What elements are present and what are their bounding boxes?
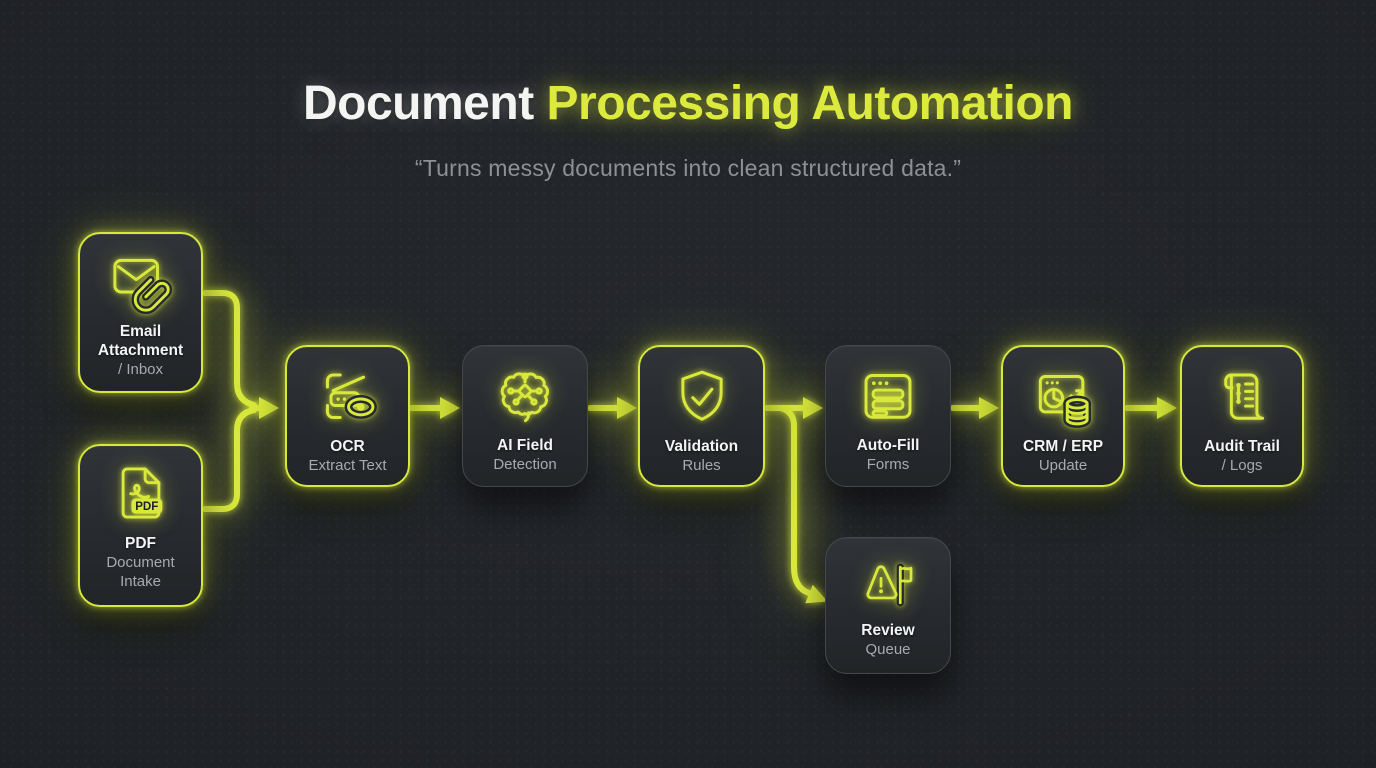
node-title: CRM / ERP (1022, 438, 1104, 455)
node-subtitle: Detection (493, 456, 557, 473)
connector-validation-to-review (777, 405, 812, 596)
node-validation-rules: Validation Rules (638, 345, 765, 487)
scroll-list-icon (1208, 363, 1276, 431)
page-title: Document Processing Automation (0, 80, 1376, 128)
arrowhead-into-audit (1157, 397, 1177, 419)
node-title: PDF (125, 535, 156, 552)
node-title: Audit Trail (1204, 438, 1280, 455)
node-review-queue: Review Queue (825, 537, 951, 674)
arrowhead-into-ocr (259, 397, 279, 419)
node-subtitle: Queue (865, 641, 911, 658)
connector-pdf-to-ocr (202, 407, 257, 512)
title-word-document: Document (303, 77, 534, 130)
arrowhead-into-crm (979, 397, 999, 419)
dashboard-database-icon (1029, 363, 1097, 431)
node-subtitle: / Inbox (117, 361, 164, 378)
node-subtitle: Rules (682, 457, 721, 474)
arrowhead-into-ai (440, 397, 460, 419)
node-title: Validation (664, 438, 739, 455)
node-ocr: OCR Extract Text (285, 345, 410, 487)
node-subtitle: Extract Text (308, 457, 387, 474)
node-pdf-intake: PDF PDF Document Intake (78, 444, 203, 607)
warning-flag-icon (857, 553, 919, 615)
form-window-icon (854, 362, 922, 430)
node-audit-trail-logs: Audit Trail / Logs (1180, 345, 1304, 487)
node-title: AI Field (497, 437, 553, 454)
node-subtitle: Update (1038, 457, 1088, 474)
node-title: Email Attachment (97, 323, 184, 359)
scanner-eye-icon (314, 363, 382, 431)
pdf-file-icon: PDF (108, 460, 174, 526)
page-subtitle: “Turns messy documents into clean struct… (414, 155, 962, 181)
node-auto-fill-forms: Auto-Fill Forms (825, 345, 951, 487)
pdf-badge-label: PDF (135, 501, 158, 513)
shield-check-icon (668, 363, 736, 431)
node-subtitle: Document Intake (106, 554, 175, 590)
node-subtitle: Forms (866, 456, 910, 473)
node-crm-erp-update: CRM / ERP Update (1001, 345, 1125, 487)
node-email-inbox: Email Attachment / Inbox (78, 232, 203, 393)
node-subtitle: / Logs (1221, 457, 1263, 474)
arrowhead-into-review (805, 584, 828, 604)
brain-circuit-icon (491, 362, 559, 430)
node-title: Auto-Fill (856, 437, 920, 454)
arrowhead-into-validation (617, 397, 637, 419)
arrowhead-into-autofill (803, 397, 823, 419)
node-ai-field-detection: AI Field Detection (462, 345, 588, 487)
envelope-paperclip-icon (108, 248, 174, 314)
node-title: Review (861, 622, 915, 639)
node-title: OCR (330, 438, 365, 455)
connector-email-to-ocr (202, 290, 257, 408)
title-accent-text: Processing Automation (533, 77, 1074, 130)
